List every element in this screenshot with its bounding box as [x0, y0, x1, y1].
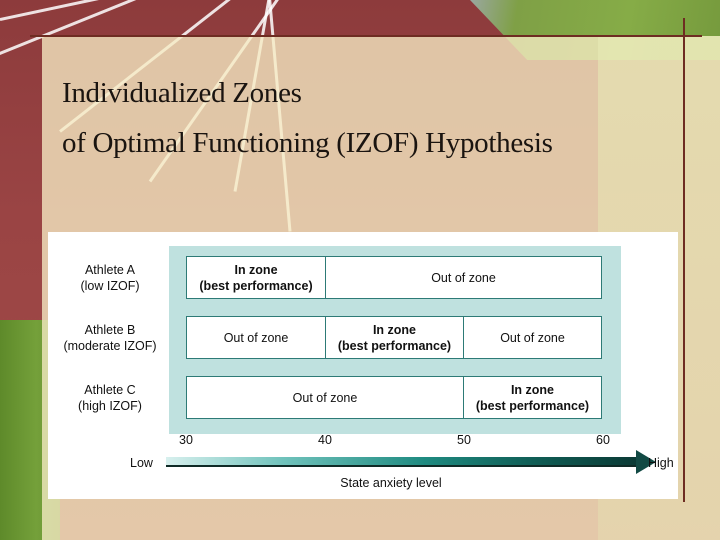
zone-label: In zone: [510, 382, 554, 397]
athlete-c-zone-row: Out of zone In zone (best performance): [186, 376, 602, 419]
axis-tick-30: 30: [179, 433, 193, 447]
axis-low-label: Low: [130, 456, 153, 470]
zone-sublabel: (best performance): [337, 338, 452, 353]
zone-panel: In zone (best performance) Out of zone O…: [169, 246, 621, 434]
athlete-b-label: Athlete B (moderate IZOF): [52, 322, 168, 354]
zone-label: Out of zone: [292, 390, 358, 405]
athlete-name: Athlete A: [84, 263, 136, 277]
title-line-1: Individualized Zones: [62, 77, 302, 109]
athlete-c-label: Athlete C (high IZOF): [52, 382, 168, 414]
zone-label: Out of zone: [431, 270, 496, 285]
zone-sublabel: (best performance): [475, 398, 590, 413]
zone-cell-in: In zone (best performance): [462, 377, 601, 418]
zone-label: Out of zone: [500, 330, 565, 345]
izof-diagram: Athlete A (low IZOF) Athlete B (moderate…: [48, 232, 678, 499]
slide-title: Individualized Zones of Optimal Function…: [62, 68, 553, 168]
zone-cell-in: In zone (best performance): [187, 257, 325, 298]
zone-sublabel: (best performance): [199, 278, 313, 293]
athlete-b-zone-row: Out of zone In zone (best performance) O…: [186, 316, 602, 359]
zone-cell-out: Out of zone: [187, 317, 325, 358]
gradient-arrow-shaft: [166, 457, 638, 467]
athlete-name: Athlete C: [84, 383, 136, 397]
athlete-name: Athlete B: [84, 323, 136, 337]
title-line-2: of Optimal Functioning (IZOF) Hypothesis: [62, 127, 553, 159]
athlete-a-zone-row: In zone (best performance) Out of zone: [186, 256, 602, 299]
axis-title: State anxiety level: [340, 476, 442, 490]
zone-label: Out of zone: [223, 330, 289, 345]
athlete-a-label: Athlete A (low IZOF): [52, 262, 168, 294]
horizontal-rule: [30, 35, 702, 37]
athlete-subtitle: (high IZOF): [78, 399, 142, 413]
anxiety-axis-arrow: Low High: [48, 450, 678, 480]
zone-cell-out: Out of zone: [325, 257, 601, 298]
zone-label: In zone: [372, 322, 417, 337]
axis-high-label: High: [648, 456, 674, 470]
zone-label: In zone: [234, 262, 278, 277]
zone-cell-in: In zone (best performance): [325, 317, 463, 358]
axis-tick-60: 60: [596, 433, 610, 447]
athlete-subtitle: (low IZOF): [80, 279, 140, 293]
axis-tick-40: 40: [318, 433, 332, 447]
axis-tick-50: 50: [457, 433, 471, 447]
vertical-rule: [683, 18, 685, 502]
arrow-right-icon: [636, 450, 656, 474]
zone-cell-out: Out of zone: [187, 377, 463, 418]
zone-cell-out: Out of zone: [463, 317, 601, 358]
athlete-subtitle: (moderate IZOF): [63, 339, 157, 353]
